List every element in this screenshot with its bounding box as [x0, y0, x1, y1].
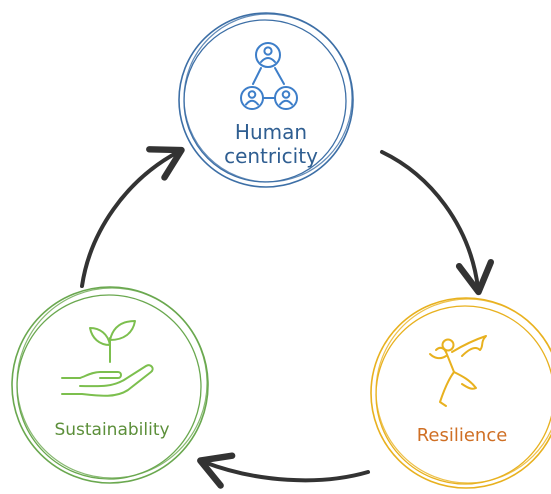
human-centricity-label: Human centricity: [196, 120, 346, 168]
sustainability-node: [11, 286, 209, 484]
dancer-icon: [429, 335, 487, 407]
human-centricity-line2: centricity: [224, 144, 318, 168]
arrow-resilience-to-sustainability: [197, 452, 370, 489]
sustainability-label: Sustainability: [54, 420, 170, 440]
human-centricity-node: [178, 12, 354, 188]
arrow-human-to-resilience: [380, 150, 495, 296]
arrow-sustainability-to-human: [80, 146, 185, 288]
hand-sprout-icon: [61, 320, 154, 397]
human-centricity-line1: Human: [234, 120, 308, 144]
resilience-node: [370, 297, 551, 489]
people-network-icon: [240, 42, 298, 110]
resilience-label: Resilience: [416, 425, 508, 446]
